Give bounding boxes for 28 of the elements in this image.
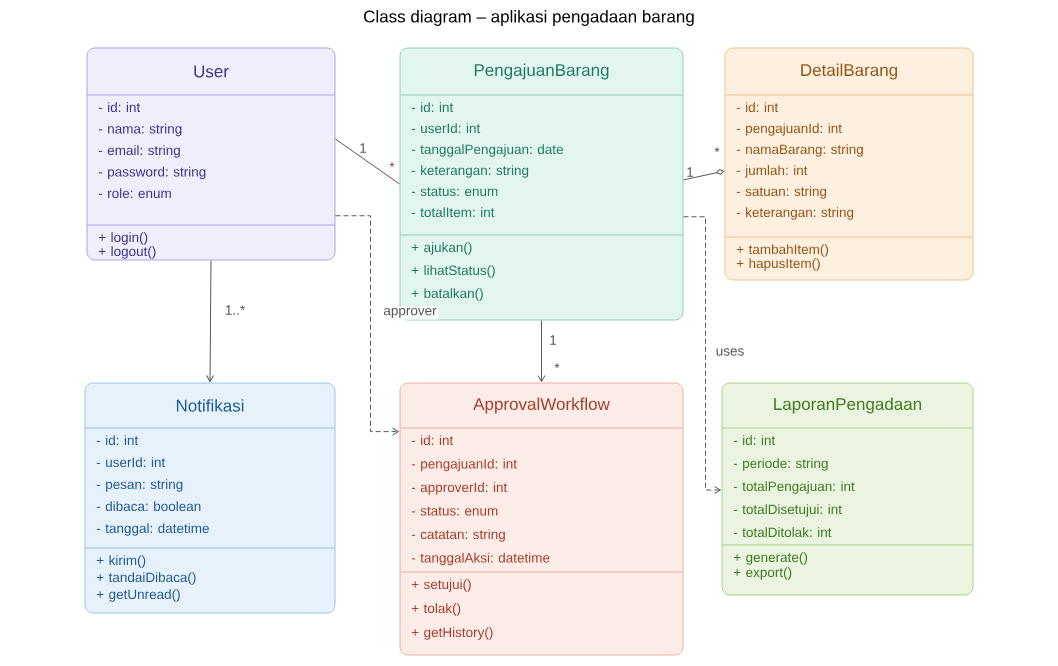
arrow xyxy=(537,320,546,382)
title: Class diagram – aplikasi pengadaan barang xyxy=(364,10,694,26)
class-compartment: - id: int - pengajuanId: int - approverId: int - status: enum - catatan: string - tanggalAksi: datetime xyxy=(399,427,684,566)
edge-label: 1..* xyxy=(223,303,247,317)
multiplicity: * xyxy=(554,363,560,369)
class-compartment: - id: int - pengajuanId: int - namaBarang: string - jumlah: int - satuan: string - keterangan: string xyxy=(724,94,974,220)
class-compartment: - id: int - userId: int - pesan: string - dibaca: boolean - tanggal: datetime xyxy=(84,427,336,536)
class-compartment: + setujui() + tolak() + getHistory() xyxy=(399,571,684,640)
class-compartment: + ajukan() + lihatStatus() + batalkan() xyxy=(399,234,684,301)
class-compartment: - id: int - nama: string - email: string - password: string - role: enum xyxy=(86,94,336,199)
class-compartment: + kirim() + tandaiDibaca() + getUnread() xyxy=(84,547,336,602)
multiplicity: * xyxy=(714,147,720,153)
association-line xyxy=(335,138,400,185)
class-compartment: + tambahItem() + hapusItem() xyxy=(724,236,974,271)
multiplicity: 1 xyxy=(687,167,694,177)
multiplicity: 1 xyxy=(550,335,557,345)
multiplicity: * xyxy=(389,162,395,168)
class-compartment: - id: int - periode: string - totalPengajuan: int - totalDisetujui: int - totalDitolak: int xyxy=(721,427,974,538)
arrow xyxy=(683,169,725,181)
arrow xyxy=(683,216,721,495)
edge-label: uses xyxy=(714,346,746,358)
multiplicity: 1 xyxy=(360,143,367,153)
arrow xyxy=(335,215,399,436)
edge-label: approver xyxy=(381,306,439,320)
class-compartment: + login() + logout() xyxy=(86,224,336,259)
class-compartment: + generate() + export() xyxy=(721,544,974,580)
arrow xyxy=(206,260,215,382)
class-compartment: - id: int - userId: int - tanggalPengajuan: date - keterangan: string - status: enum - totalItem: int xyxy=(399,94,684,218)
